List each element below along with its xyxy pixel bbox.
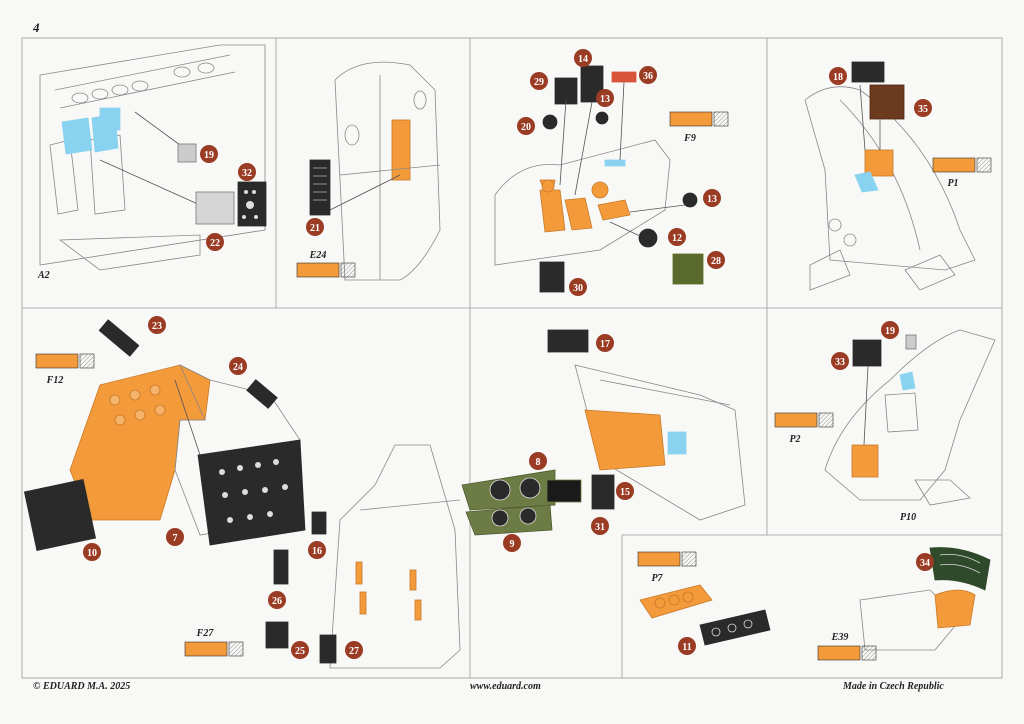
paint-chip: F9 bbox=[669, 111, 729, 144]
paint-chip-label: E24 bbox=[309, 250, 327, 261]
panel-grid bbox=[21, 37, 1003, 679]
callout: 36 bbox=[639, 66, 657, 84]
callout: 22 bbox=[206, 233, 224, 251]
callout-label: 22 bbox=[210, 238, 220, 249]
callout: 10 bbox=[83, 543, 101, 561]
callout-label: 29 bbox=[534, 77, 544, 88]
callout: 23 bbox=[148, 316, 166, 334]
callout-label: 32 bbox=[242, 168, 252, 179]
paint-chip: P1 bbox=[932, 157, 992, 189]
paint-chip-label: F9 bbox=[683, 133, 696, 144]
callouts: 19 32 22 21 29 14 36 13 20 13 12 28 30 1… bbox=[83, 49, 934, 659]
callout-label: 19 bbox=[204, 150, 214, 161]
paint-chip-label: F27 bbox=[196, 628, 215, 639]
paint-chip: E39 bbox=[817, 632, 877, 661]
callout-label: 11 bbox=[682, 642, 691, 653]
callout: 24 bbox=[229, 357, 247, 375]
callout: 35 bbox=[914, 99, 932, 117]
paint-chip-label: F12 bbox=[46, 375, 64, 386]
callout: 25 bbox=[291, 641, 309, 659]
callout: 31 bbox=[591, 517, 609, 535]
callout-label: 21 bbox=[310, 223, 320, 234]
callout-label: 34 bbox=[920, 558, 930, 569]
callout: 29 bbox=[530, 72, 548, 90]
callout-label: 33 bbox=[835, 357, 845, 368]
callout: 13 bbox=[703, 189, 721, 207]
callout-label: 17 bbox=[600, 339, 610, 350]
callout-label: 28 bbox=[711, 256, 721, 267]
callout: 30 bbox=[569, 278, 587, 296]
callout-label: 13 bbox=[600, 94, 610, 105]
callout: 27 bbox=[345, 641, 363, 659]
view-label-a2: A2 bbox=[37, 270, 50, 281]
callout-label: 35 bbox=[918, 104, 928, 115]
paint-chip: P7 bbox=[637, 551, 697, 584]
footer-made-in: Made in Czech Republic bbox=[843, 681, 944, 692]
panel-dashboard bbox=[23, 319, 306, 552]
callout: 28 bbox=[707, 251, 725, 269]
panel-side-console bbox=[804, 61, 976, 291]
callout: 26 bbox=[268, 591, 286, 609]
callout-label: 16 bbox=[312, 546, 322, 557]
callout: 16 bbox=[308, 541, 326, 559]
callout: 11 bbox=[678, 637, 696, 655]
panel-bottom-right bbox=[639, 547, 991, 651]
callout: 13 bbox=[596, 89, 614, 107]
callout-label: 26 bbox=[272, 596, 282, 607]
paint-chip: E24 bbox=[296, 250, 356, 278]
callout: 32 bbox=[238, 163, 256, 181]
panel-main-instrument bbox=[494, 65, 704, 293]
callout: 12 bbox=[668, 228, 686, 246]
callout-label: 18 bbox=[833, 72, 843, 83]
callout-label: 25 bbox=[295, 646, 305, 657]
callout-label: 23 bbox=[152, 321, 162, 332]
callout: 14 bbox=[574, 49, 592, 67]
callout: 17 bbox=[596, 334, 614, 352]
page-number: 4 bbox=[33, 20, 40, 35]
callout-label: 36 bbox=[643, 71, 653, 82]
callout-label: 27 bbox=[349, 646, 359, 657]
paint-chip: F27 bbox=[184, 628, 244, 657]
paint-chip-label: P1 bbox=[947, 178, 958, 189]
callout-label: 14 bbox=[578, 54, 588, 65]
paint-chip-label: E39 bbox=[831, 632, 849, 643]
callout-label: 20 bbox=[521, 122, 531, 133]
callout: 8 bbox=[529, 452, 547, 470]
callout-label: 10 bbox=[87, 548, 97, 559]
panel-bulkhead bbox=[309, 61, 441, 281]
callout: 9 bbox=[503, 534, 521, 552]
panel-rear-bulkhead bbox=[265, 444, 461, 669]
footer-website[interactable]: www.eduard.com bbox=[470, 681, 541, 692]
callout: 21 bbox=[306, 218, 324, 236]
callout-label: 7 bbox=[173, 533, 178, 544]
callout: 7 bbox=[166, 528, 184, 546]
panel-gauge-cluster bbox=[461, 329, 746, 536]
callout: 34 bbox=[916, 553, 934, 571]
callout-label: 24 bbox=[233, 362, 243, 373]
callout-label: 13 bbox=[707, 194, 717, 205]
footer-copyright: © EDUARD M.A. 2025 bbox=[33, 681, 131, 692]
callout: 20 bbox=[517, 117, 535, 135]
callout: 18 bbox=[829, 67, 847, 85]
callout-label: 30 bbox=[573, 283, 583, 294]
callout: 33 bbox=[831, 352, 849, 370]
paint-chip: F12 bbox=[35, 353, 95, 386]
view-label-p10: P10 bbox=[900, 512, 916, 523]
callout-label: 31 bbox=[595, 522, 605, 533]
paint-chip: P2 bbox=[774, 412, 834, 445]
paint-chips: F9 E24 P1 F12 F27 P2 bbox=[35, 111, 992, 661]
callout-label: 8 bbox=[536, 457, 541, 468]
callout: 19 bbox=[200, 145, 218, 163]
callout-label: 15 bbox=[620, 487, 630, 498]
callout-label: 9 bbox=[510, 539, 515, 550]
paint-chip-label: P7 bbox=[651, 573, 663, 584]
panel-sidewall-windows bbox=[39, 44, 267, 271]
callout-label: 12 bbox=[672, 233, 682, 244]
paint-chip-label: P2 bbox=[789, 434, 800, 445]
callout: 15 bbox=[616, 482, 634, 500]
panel-right-side bbox=[824, 329, 996, 506]
callout-label: 19 bbox=[885, 326, 895, 337]
callout: 19 bbox=[881, 321, 899, 339]
